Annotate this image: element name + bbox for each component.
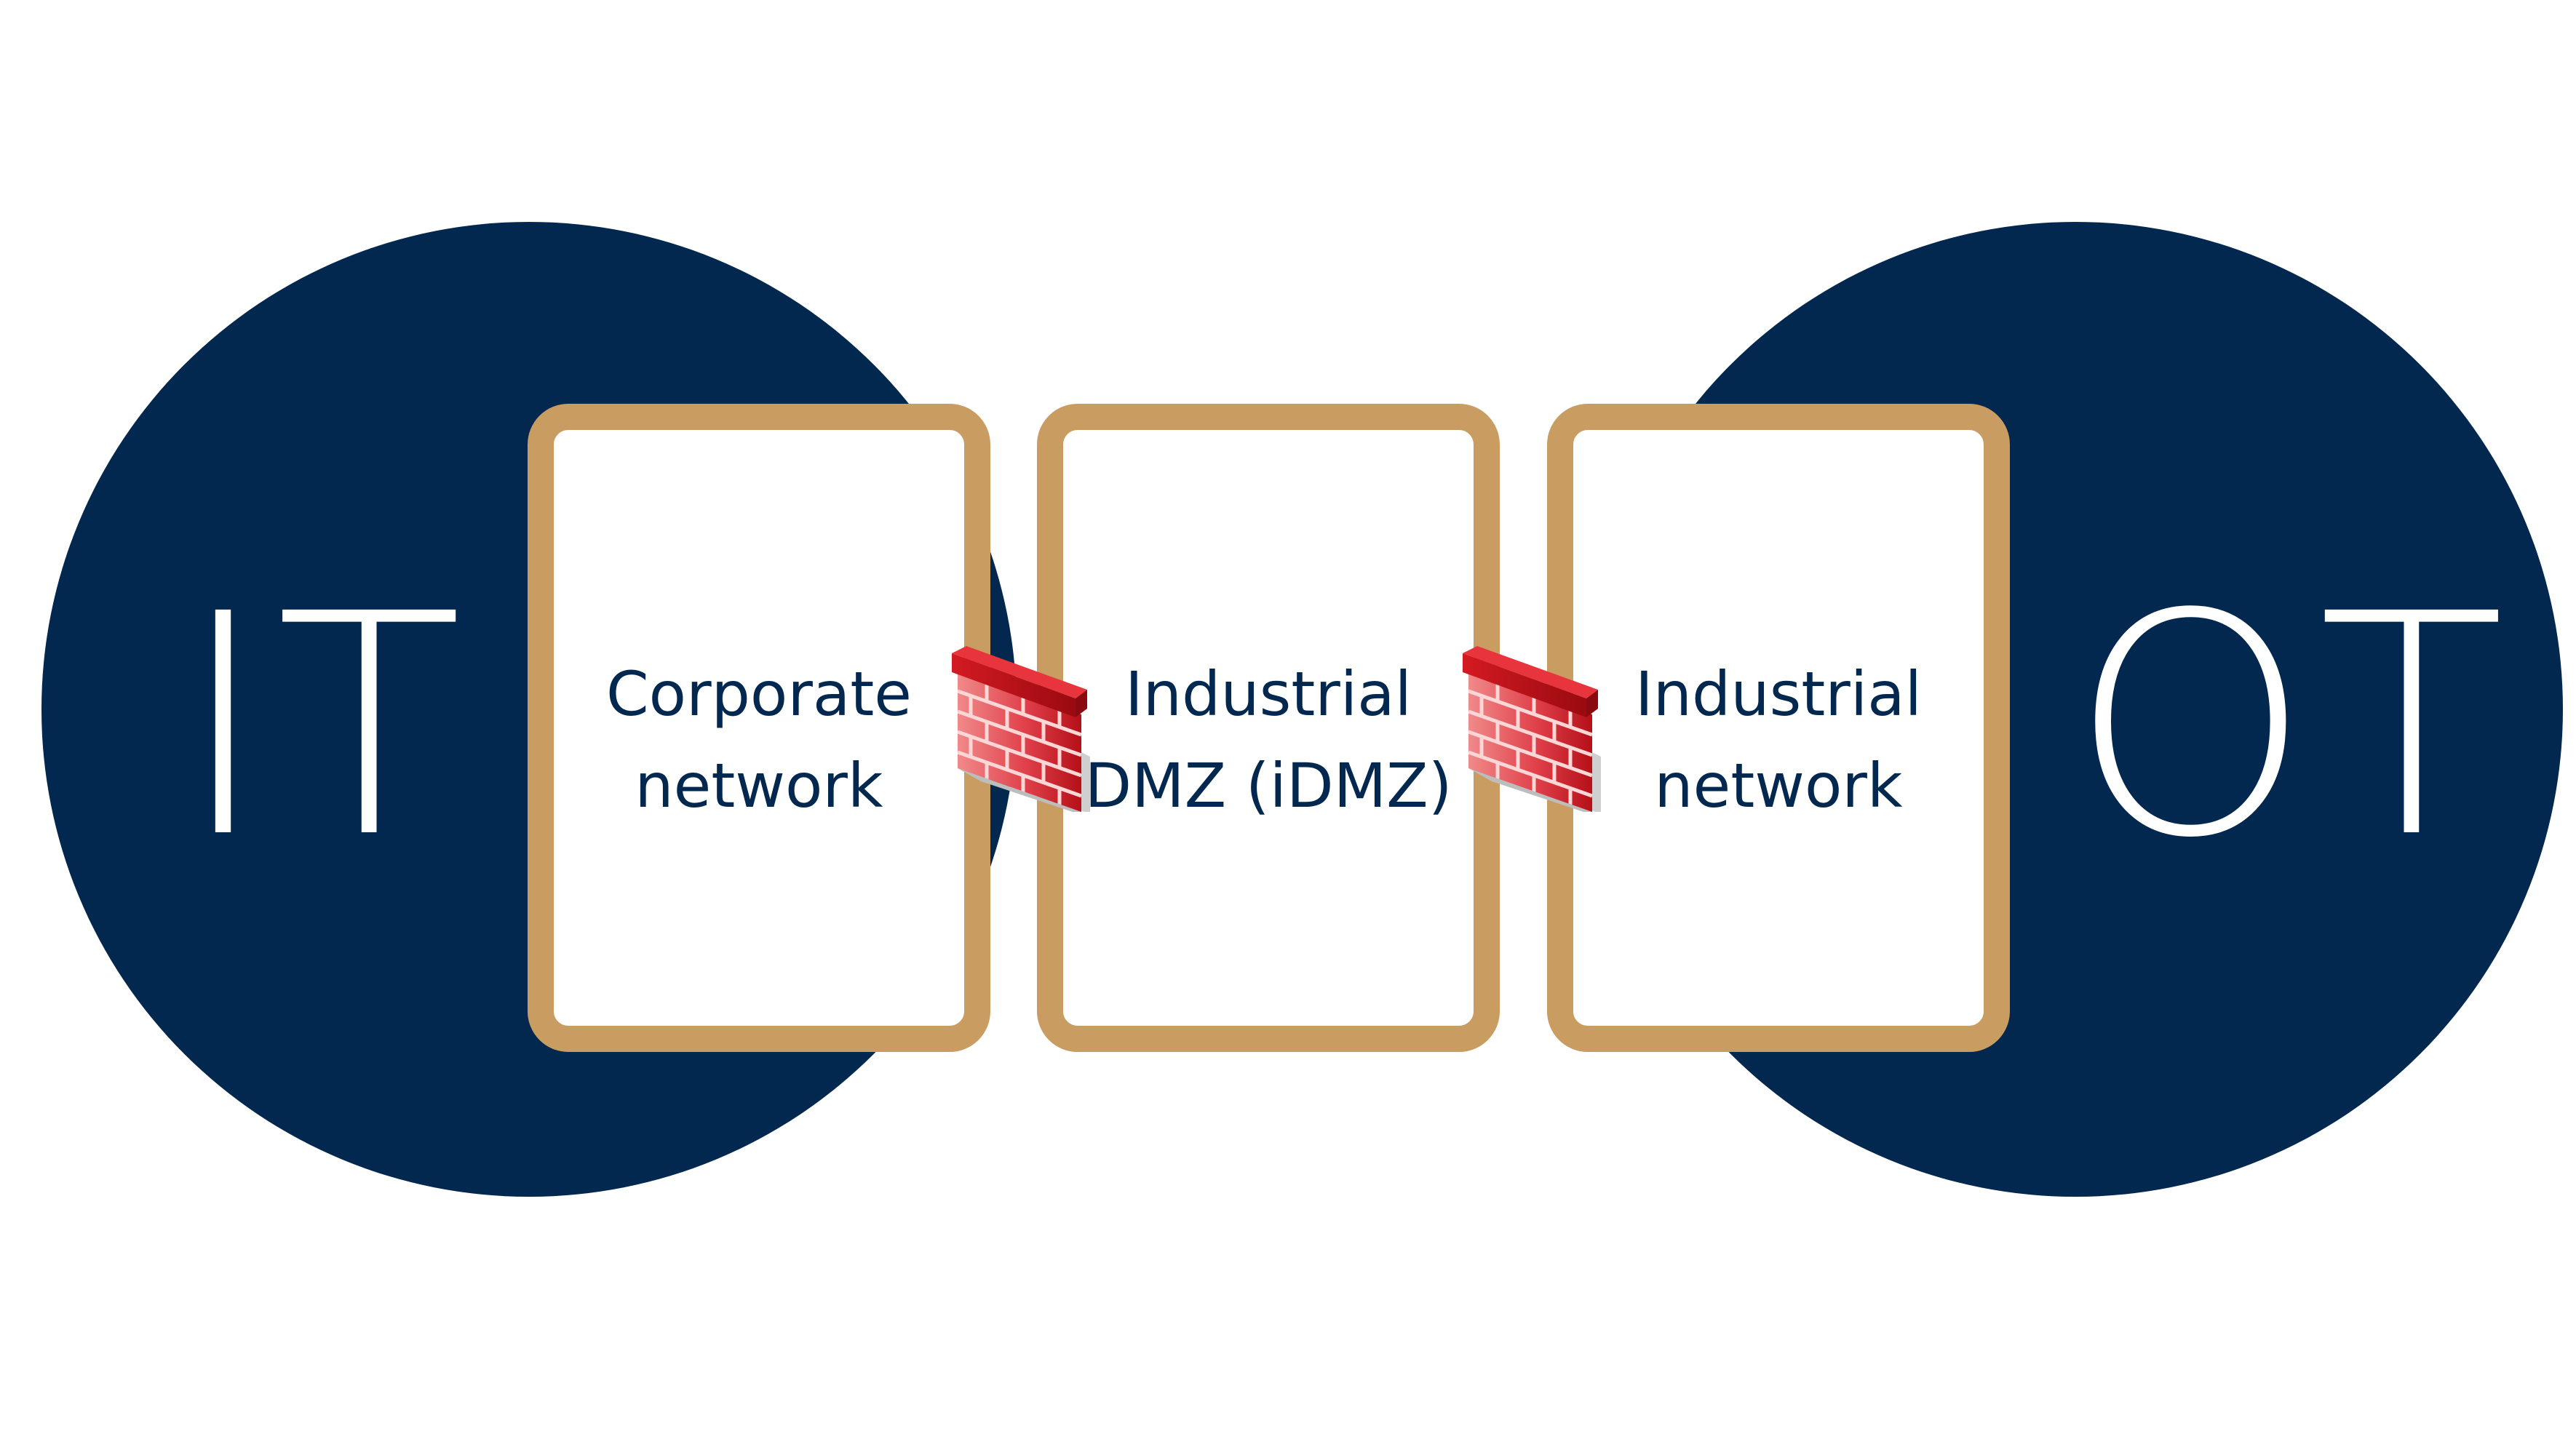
zone-label-line2: network xyxy=(635,750,883,821)
ot-label: OT xyxy=(2070,549,2513,905)
zone-industrial-network: Industrial network xyxy=(1547,404,2010,1052)
zone-corporate-network: Corporate network xyxy=(528,404,990,1052)
zone-label: Industrial network xyxy=(1573,648,1984,832)
zone-label-line2: network xyxy=(1654,750,1903,821)
firewall-icon xyxy=(952,646,1090,812)
it-label: IT xyxy=(178,549,470,905)
zone-label-line1: Industrial xyxy=(1635,658,1922,730)
firewall-icon xyxy=(1463,646,1601,812)
zone-label-line1: Industrial xyxy=(1125,658,1412,730)
zone-label: Industrial DMZ (iDMZ) xyxy=(1063,648,1474,832)
zone-label-line1: Corporate xyxy=(606,658,912,730)
zone-industrial-dmz: Industrial DMZ (iDMZ) xyxy=(1037,404,1500,1052)
zone-label: Corporate network xyxy=(554,648,964,832)
zone-label-line2: DMZ (iDMZ) xyxy=(1084,750,1452,821)
